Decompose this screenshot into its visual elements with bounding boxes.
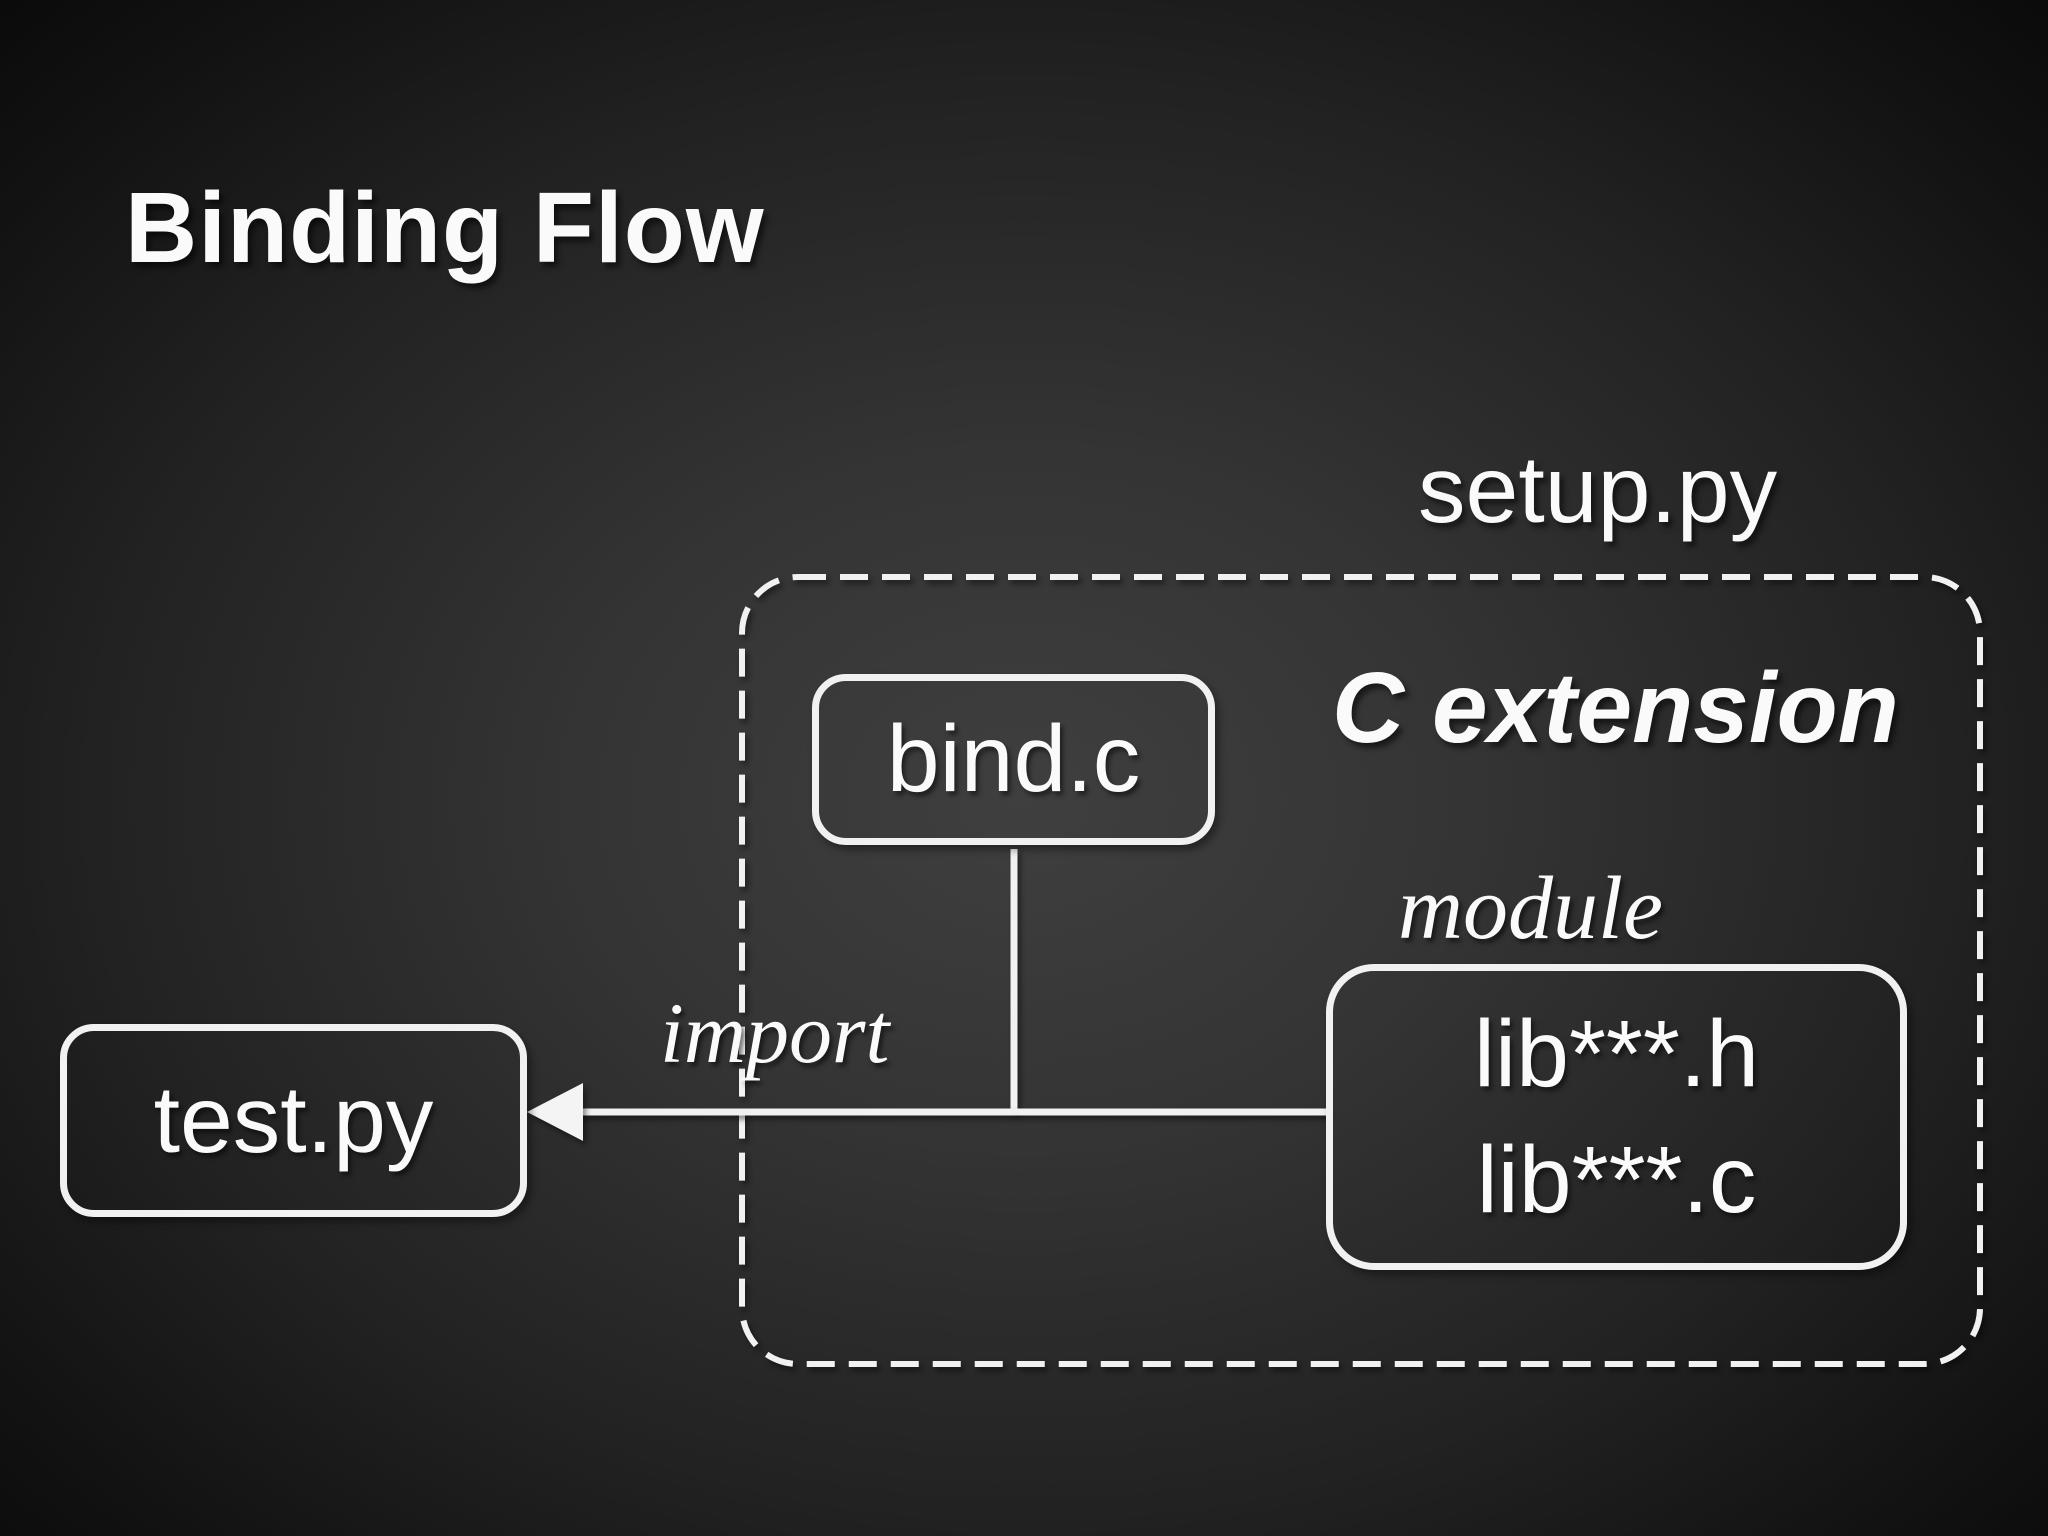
test-py-node-label: test.py (153, 1067, 434, 1173)
import-arrowhead-icon (527, 1083, 583, 1141)
bind-c-node: bind.c (812, 674, 1215, 845)
setup-py-dashed-container (739, 574, 1983, 1367)
module-label: module (1398, 859, 1663, 958)
slide-title: Binding Flow (125, 172, 765, 284)
setup-py-label: setup.py (1418, 437, 1778, 543)
lib-header-file-label: lib***.h (1473, 1001, 1760, 1107)
lib-module-node: lib***.h lib***.c (1326, 964, 1907, 1270)
c-extension-label: C extension (1332, 652, 1899, 764)
lib-source-file-label: lib***.c (1476, 1127, 1757, 1233)
test-py-node: test.py (60, 1024, 527, 1217)
bind-c-node-label: bind.c (886, 706, 1141, 812)
import-label: import (660, 985, 890, 1081)
